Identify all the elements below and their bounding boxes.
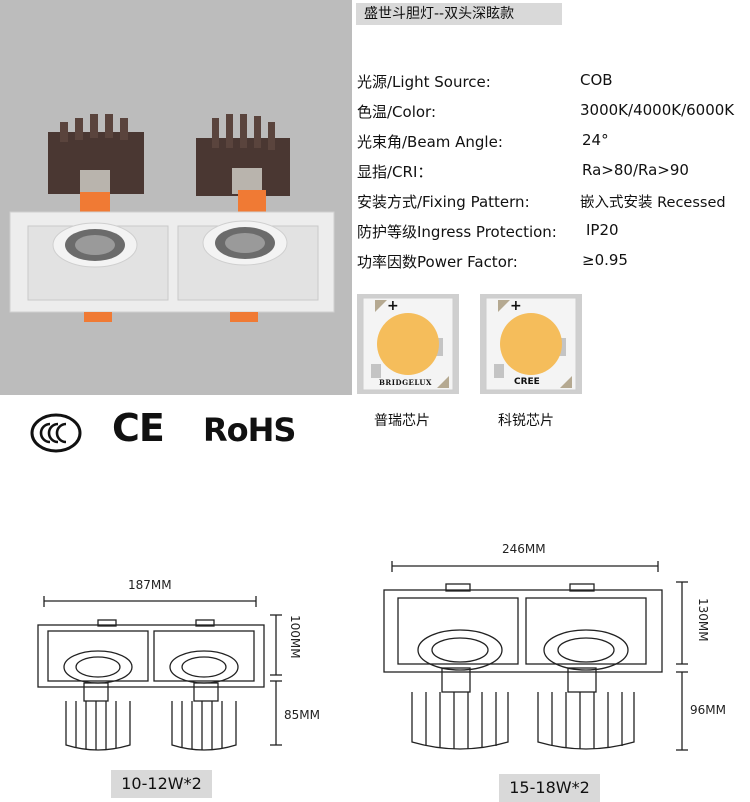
small-width-label: 187MM xyxy=(128,578,172,592)
spec-value-fixing: 嵌入式安装 Recessed xyxy=(580,195,726,211)
product-photo xyxy=(0,0,352,395)
rohs-mark: RoHS xyxy=(203,411,296,449)
chip-plus: + xyxy=(387,298,399,314)
product-illustration xyxy=(9,114,335,322)
chip-plus: + xyxy=(510,298,522,314)
spec-value-light-source: COB xyxy=(580,71,613,89)
product-title: 盛世斗胆灯--双头深眩款 xyxy=(356,3,562,25)
chip-brand-cree: CREE xyxy=(514,377,540,387)
spec-label-ingress: 防护等级Ingress Protection: xyxy=(357,223,557,241)
chip-caption-bridgelux: 普瑞芯片 xyxy=(374,413,430,429)
spec-value-color: 3000K/4000K/6000K xyxy=(580,101,735,119)
spec-value-ingress: IP20 xyxy=(586,221,619,239)
small-top-height-label: 100MM xyxy=(288,615,302,659)
large-power-caption: 15-18W*2 xyxy=(499,774,600,802)
small-power-caption: 10-12W*2 xyxy=(111,770,212,798)
drawing-small xyxy=(26,595,326,765)
drawing-large xyxy=(380,560,720,770)
ccc-mark-icon xyxy=(30,413,82,453)
spec-value-cri: Ra>80/Ra>90 xyxy=(582,161,689,179)
large-bottom-height-label: 96MM xyxy=(690,703,726,717)
chip-cree: + CREE xyxy=(480,294,582,394)
spec-label-color: 色温/Color: xyxy=(357,103,437,121)
bridgelux-chip-icon xyxy=(362,297,454,391)
spec-value-power-factor: ≥0.95 xyxy=(582,251,628,269)
spec-label-beam-angle: 光束角/Beam Angle: xyxy=(357,133,503,151)
chip-brand-bridgelux: BRIDGELUX xyxy=(379,378,432,387)
chip-caption-cree: 科锐芯片 xyxy=(498,413,554,429)
small-bottom-height-label: 85MM xyxy=(284,708,320,722)
spec-label-light-source: 光源/Light Source: xyxy=(357,73,491,91)
large-fixture-drawing xyxy=(383,561,688,751)
spec-label-cri: 显指/CRI： xyxy=(357,163,433,181)
spec-label-fixing: 安装方式/Fixing Pattern: xyxy=(357,193,530,211)
small-fixture-drawing xyxy=(37,596,282,751)
ce-mark: CE xyxy=(112,406,165,450)
spec-label-power-factor: 功率因数Power Factor: xyxy=(357,253,518,271)
spec-value-beam-angle: 24° xyxy=(582,131,609,149)
large-top-height-label: 130MM xyxy=(696,598,710,642)
cree-chip-icon xyxy=(485,297,577,391)
large-width-label: 246MM xyxy=(502,542,546,556)
chip-bridgelux: + BRIDGELUX xyxy=(357,294,459,394)
